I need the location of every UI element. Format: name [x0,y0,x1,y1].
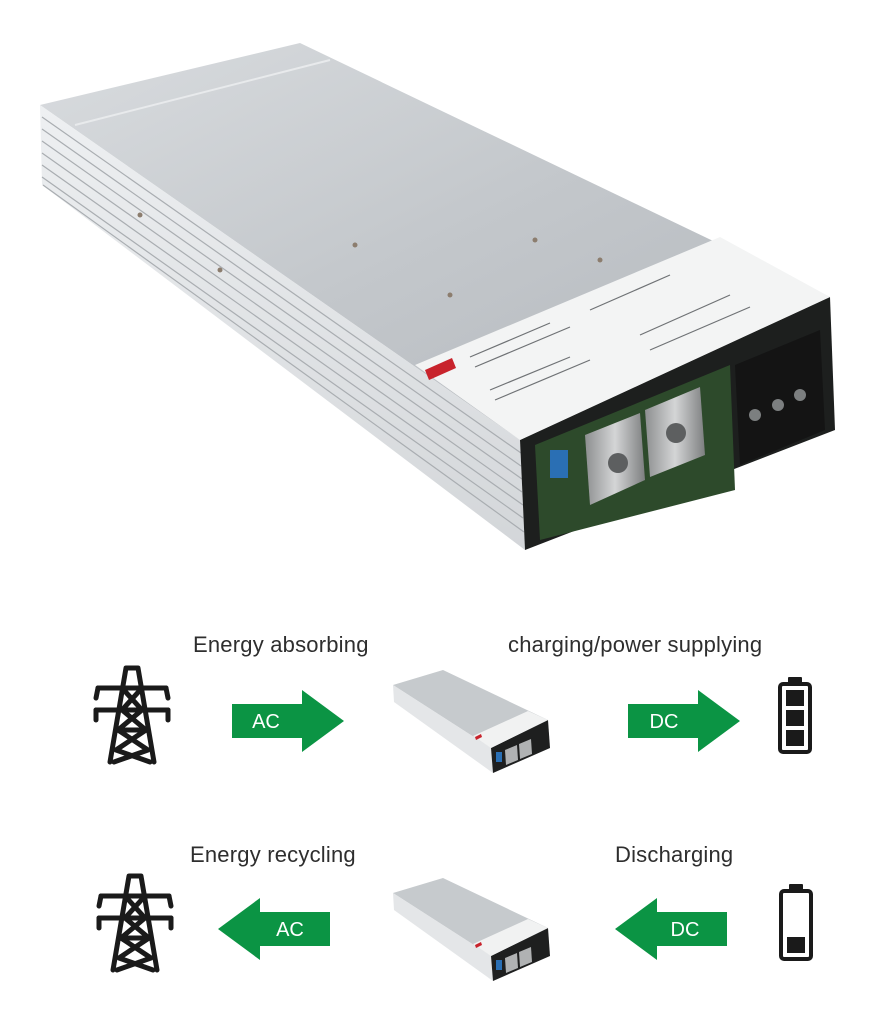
battery-full-icon [777,675,813,755]
transmission-tower-icon [92,662,172,766]
battery-low-icon [778,882,814,962]
product-photo [30,35,840,565]
transmission-tower-icon [95,870,175,974]
dc-arrow-label: DC [671,919,700,941]
row2-right-caption: Discharging [615,842,734,867]
product-thumbnail [383,660,558,785]
ac-arrow-label: AC [252,711,280,733]
dc-arrow-right: DC [628,690,740,752]
row1-left-caption: Energy absorbing [193,632,369,657]
row1-right-caption: charging/power supplying [508,632,763,657]
row2-left-caption: Energy recycling [190,842,356,867]
ac-arrow-left: AC [218,898,330,960]
dc-arrow-left: DC [615,898,727,960]
ac-arrow-right: AC [232,690,344,752]
product-thumbnail [383,868,558,993]
dc-arrow-label: DC [650,711,679,733]
ac-arrow-label: AC [276,919,304,941]
